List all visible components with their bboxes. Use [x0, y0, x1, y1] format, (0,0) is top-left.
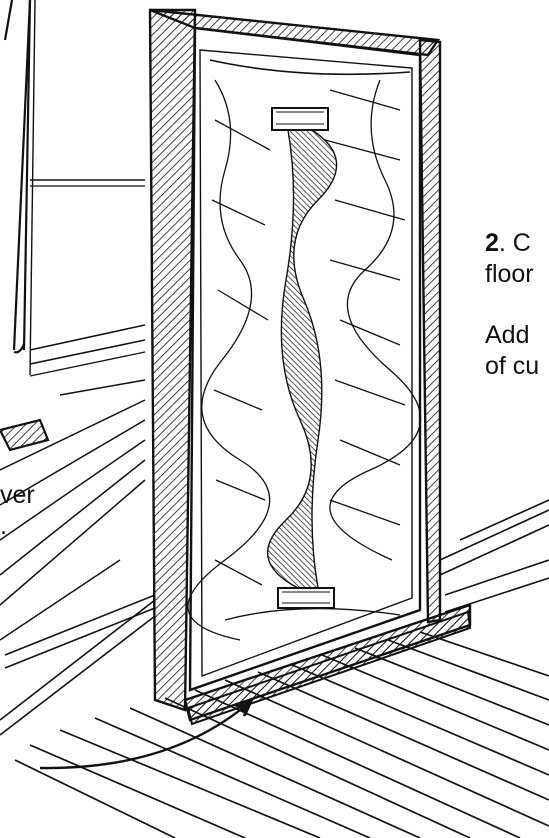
step-line-4: of cu [485, 351, 539, 382]
left-baseboard [0, 595, 155, 735]
step-line-1-rest: . C [499, 229, 531, 257]
tape-top [272, 108, 328, 130]
zipper-strip [268, 130, 337, 588]
right-baseboard [440, 500, 549, 612]
left-text-line-1: ver [0, 480, 35, 511]
step-number: 2 [485, 229, 499, 257]
step-line-2: floor [485, 259, 534, 290]
background-doorway [0, 0, 145, 450]
left-text-line-2: . [0, 511, 7, 542]
step-line-3: Add [485, 320, 529, 351]
tape-bottom [278, 588, 334, 608]
step-line-1: 2. C [485, 228, 531, 259]
